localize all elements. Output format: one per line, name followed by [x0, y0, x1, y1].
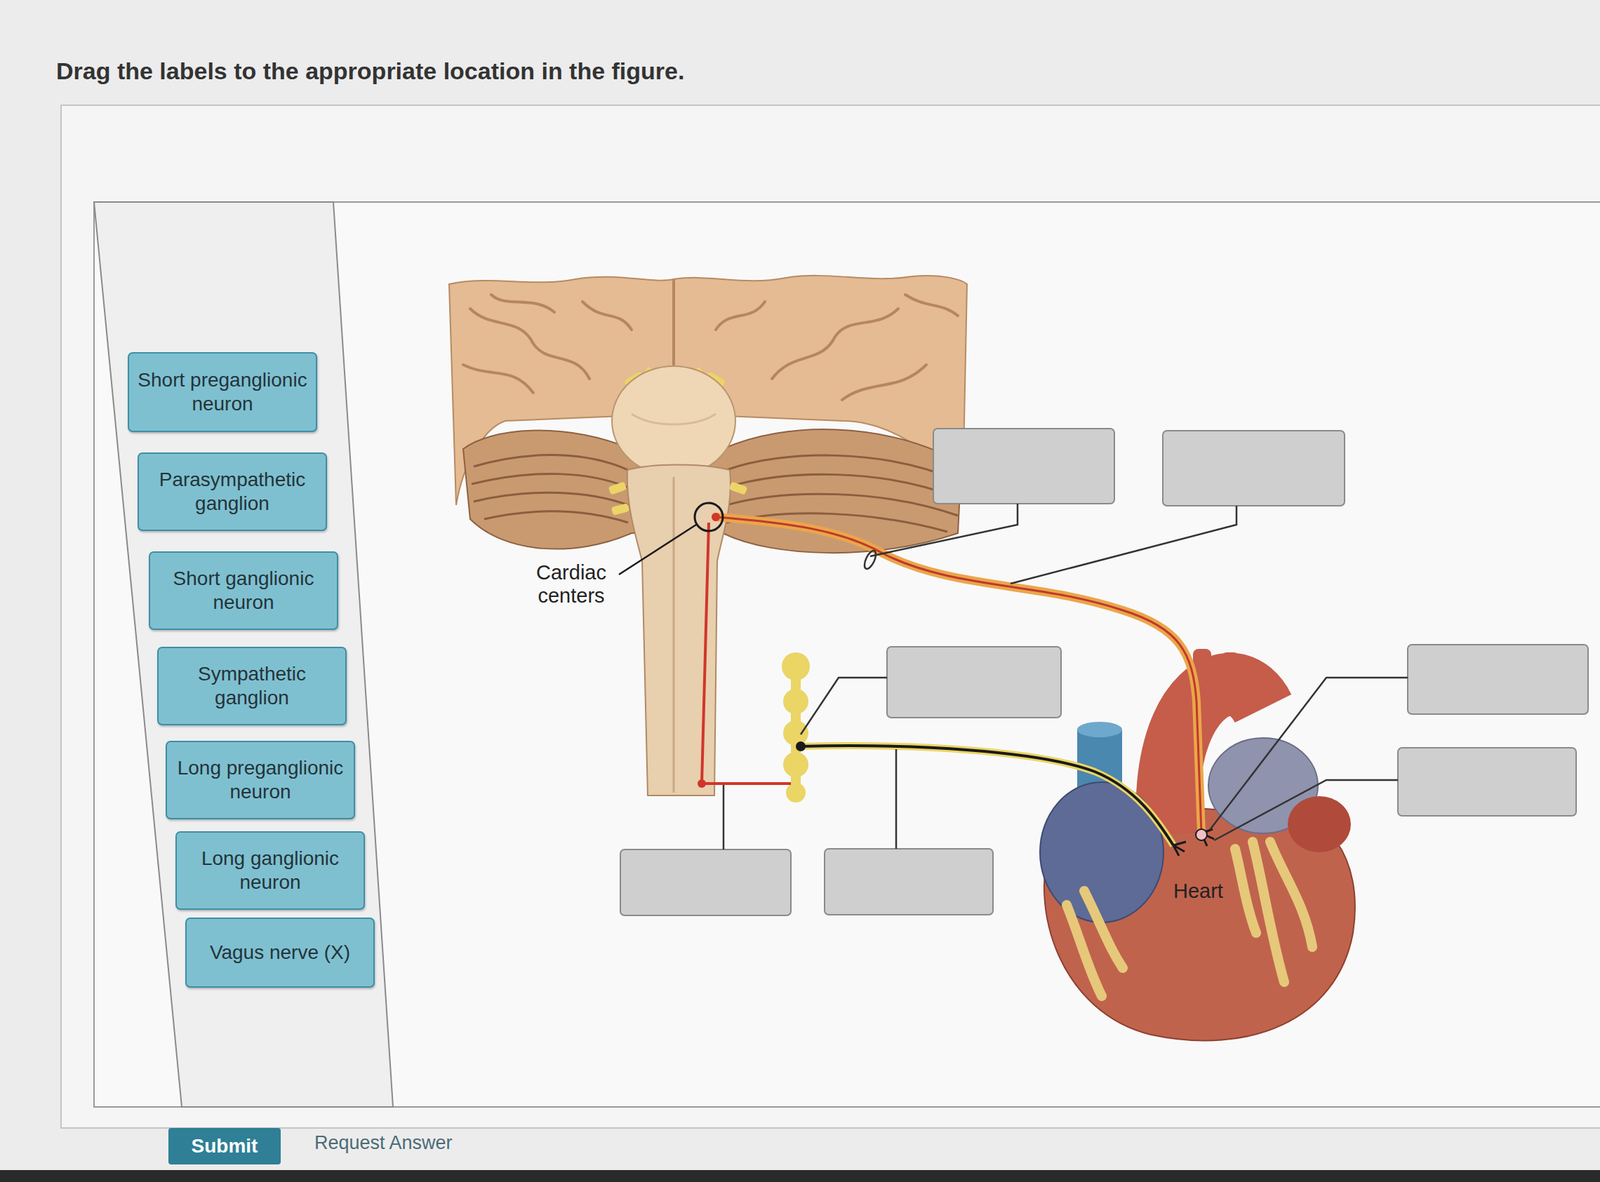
label-text: Short preganglionic neuron [134, 368, 311, 416]
structure-label: Heart [1173, 880, 1224, 904]
screen-bezel [0, 1170, 1600, 1182]
text-block-group: Short preganglionic neuron [134, 368, 311, 416]
cardiac-center-ring [694, 503, 723, 532]
text-block-group: Parasympathetic ganglion [144, 468, 320, 516]
leader-line [723, 503, 1408, 850]
spinal-cord [627, 465, 731, 797]
text-block-group: Submit [191, 1135, 259, 1158]
postganglionic-fiber [800, 745, 1174, 846]
text-block-group: Long preganglionic neuron [172, 756, 349, 804]
vagus-nerve [715, 517, 1202, 834]
label-text: Parasympathetic ganglion [144, 468, 320, 516]
text-block-group: Sympathetic ganglion [164, 662, 340, 710]
instruction-heading: Drag the labels to the appropriate locat… [56, 57, 685, 85]
pons [611, 366, 736, 476]
label-tile: Parasympathetic ganglion [137, 452, 328, 532]
figure-frame [94, 202, 1600, 1108]
text-block-group: Vagus nerve (X) [209, 941, 351, 965]
label-tile: Short ganglionic neuron [148, 551, 339, 631]
label-tile: Vagus nerve (X) [185, 917, 375, 989]
link-text: Request Answer [314, 1132, 453, 1155]
label-text: Submit [191, 1135, 259, 1158]
label-panel [94, 202, 393, 1108]
nerve-endings [1173, 829, 1215, 857]
structure-label: Cardiac centers [531, 561, 611, 609]
label-tile: Long ganglionic neuron [175, 831, 365, 911]
leader-line [618, 524, 697, 575]
label-tile: Long preganglionic neuron [165, 741, 356, 820]
submit-button: Submit [168, 1128, 281, 1165]
text-block-group: Short ganglionic neuron [155, 567, 332, 615]
text-block-group: Long ganglionic neuron [182, 847, 358, 895]
label-text: Long preganglionic neuron [172, 756, 349, 804]
label-tile: Short preganglionic neuron [127, 352, 318, 433]
label-text: Sympathetic ganglion [164, 662, 340, 710]
label-text: Vagus nerve (X) [209, 941, 351, 965]
preganglionic-fiber [701, 522, 791, 784]
label-text: Long ganglionic neuron [182, 847, 358, 895]
label-text: Short ganglionic neuron [155, 567, 332, 615]
drop-box [620, 428, 1589, 916]
label-tile: Sympathetic ganglion [157, 647, 347, 726]
